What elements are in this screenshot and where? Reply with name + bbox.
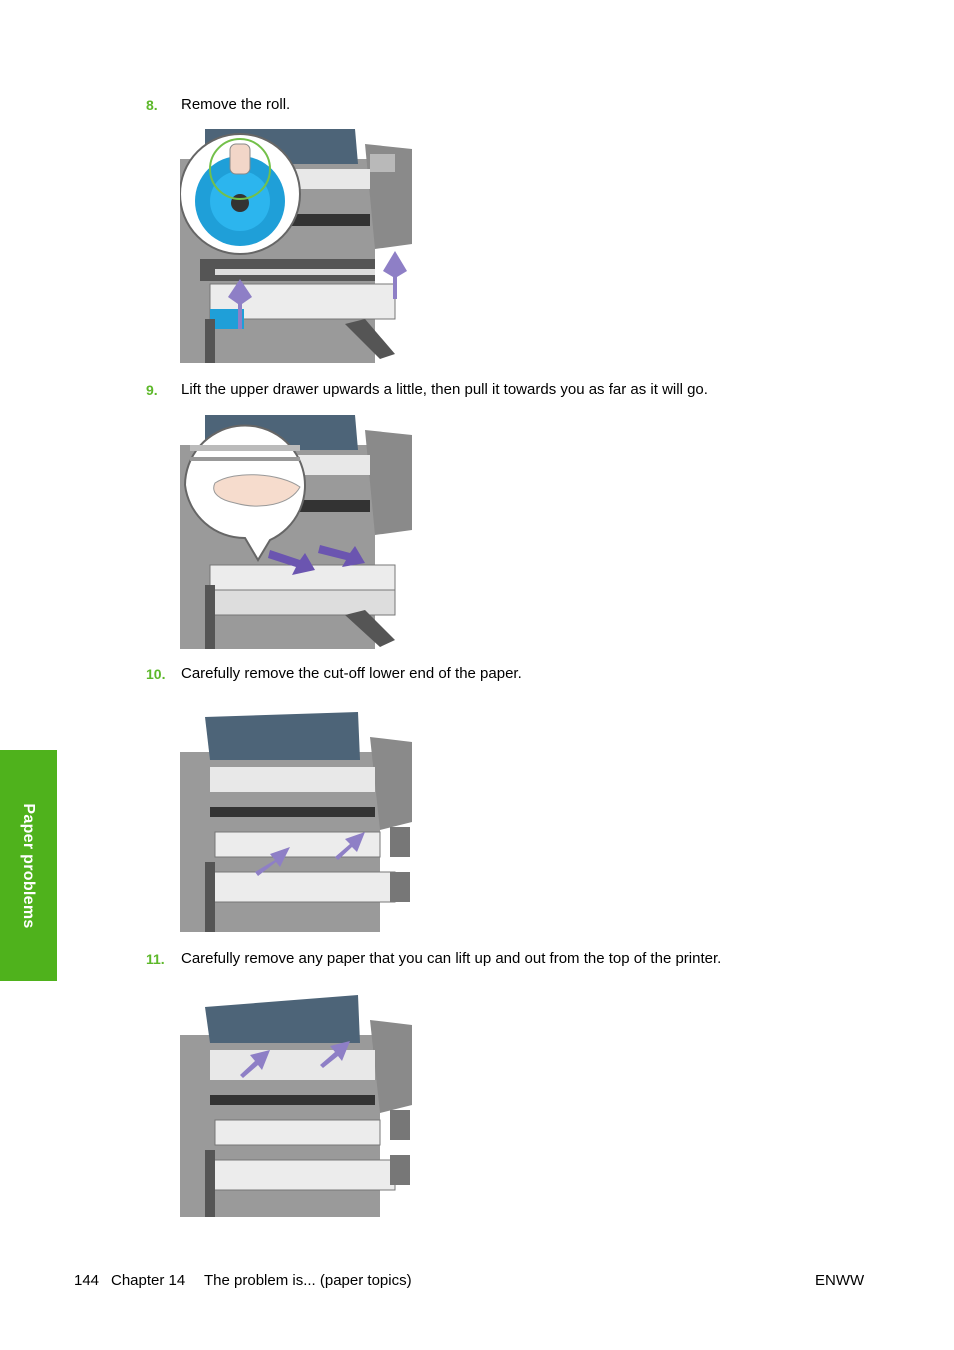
footer-chapter: Chapter 14 <box>111 1272 186 1289</box>
step-9-number: 9. <box>146 382 158 398</box>
step-10-text: Carefully remove the cut-off lower end o… <box>181 665 522 682</box>
step-10-number: 10. <box>146 666 166 682</box>
step-11-text: Carefully remove any paper that you can … <box>181 950 722 967</box>
footer-title: The problem is... (paper topics) <box>204 1272 412 1289</box>
side-tab <box>0 750 57 981</box>
roll-2-label: 2 <box>402 297 408 309</box>
figure-remove-roll: 2 <box>180 129 414 363</box>
footer-enww: ENWW <box>815 1272 865 1289</box>
step-8-text: Remove the roll. <box>181 96 291 113</box>
step-8-number: 8. <box>146 97 158 113</box>
step-9-text: Lift the upper drawer upwards a little, … <box>181 381 708 398</box>
figure-cut-off-end <box>180 712 414 946</box>
step-11-number: 11. <box>146 951 165 967</box>
figure-remove-top-paper <box>180 995 414 1229</box>
side-tab-label: Paper problems <box>20 803 37 929</box>
footer-page-number: 144 <box>74 1272 100 1289</box>
figure-upper-drawer <box>180 415 414 649</box>
